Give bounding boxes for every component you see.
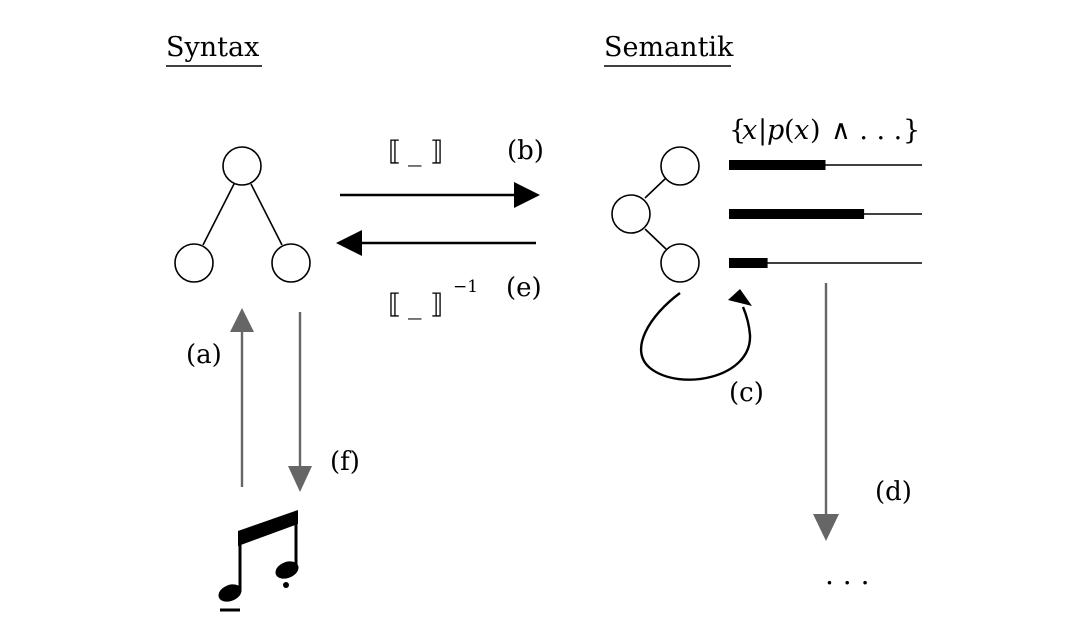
inverse-blank: _	[408, 289, 422, 320]
semantic-tree-edge-top	[644, 177, 667, 199]
set-bar: |	[758, 115, 767, 146]
arrow-a-up	[230, 308, 254, 487]
label-b: (b)	[507, 136, 544, 166]
inverse-open-bracket: ⟦	[388, 289, 401, 320]
label-d: (d)	[875, 477, 912, 507]
semantic-tree-top-node	[660, 146, 700, 186]
inverse-exponent: −1	[453, 277, 478, 297]
arrow-e-inverse	[336, 230, 536, 256]
label-f: (f)	[330, 447, 360, 477]
set-open-brace: {	[729, 115, 746, 146]
syntax-heading-text: Syntax	[166, 32, 259, 63]
set-paren-close: )	[810, 115, 821, 146]
music-beam	[238, 510, 298, 546]
semantics-heading: Semantik	[604, 32, 734, 67]
arrow-e-head	[336, 230, 362, 256]
label-c: (c)	[729, 378, 764, 408]
arrow-b-head	[514, 182, 540, 208]
arrow-d-head	[813, 514, 839, 541]
semantic-bar-fill-2	[729, 209, 865, 219]
label-e: (e)	[506, 273, 542, 303]
beamed-eighth-notes-icon	[218, 510, 299, 612]
set-and-ellipsis: ∧ . . .	[831, 115, 902, 146]
music-dot	[283, 582, 289, 588]
arrow-f-head	[288, 466, 312, 492]
syntax-tree	[174, 146, 311, 283]
set-expression: { x | p ( x ) ∧ . . . }	[729, 115, 920, 146]
set-close-brace: }	[903, 115, 920, 146]
arrow-d-down	[813, 283, 839, 541]
set-predicate: p	[767, 115, 784, 146]
syntax-tree-right-node	[271, 243, 311, 283]
music-notehead-left	[218, 584, 242, 602]
semantic-tree-bottom-node	[660, 243, 700, 283]
inverse-close-bracket: ⟧	[430, 289, 443, 320]
ellipsis: . . .	[825, 558, 870, 591]
arrow-a-head	[230, 308, 254, 332]
syntax-heading: Syntax	[166, 32, 262, 67]
set-paren-variable: x	[794, 115, 809, 146]
denotation-close-bracket: ⟧	[430, 136, 443, 167]
arrow-f-down	[288, 312, 312, 492]
semantics-heading-text: Semantik	[604, 32, 734, 63]
denotation-label: ⟦ _ ⟧	[388, 136, 443, 167]
syntax-tree-root-node	[222, 146, 262, 186]
music-notehead-right	[275, 561, 299, 579]
set-variable: x	[742, 115, 757, 146]
semantic-tree-edge-bottom	[644, 228, 667, 250]
loop-arrow-c-head	[728, 289, 752, 306]
set-paren-open: (	[784, 115, 795, 146]
denotation-open-bracket: ⟦	[388, 136, 401, 167]
loop-arrow-c	[639, 289, 752, 381]
semantic-tree	[611, 146, 700, 283]
loop-arrow-c-curve	[639, 292, 752, 381]
semantic-bars	[729, 160, 922, 268]
semantic-tree-root-node	[611, 194, 651, 234]
inverse-denotation-label: ⟦ _ ⟧ −1	[388, 277, 478, 320]
semantic-bar-fill-1	[729, 160, 826, 170]
label-a: (a)	[186, 340, 222, 370]
syntax-tree-edge-left	[202, 183, 235, 246]
semantic-bar-fill-3	[729, 258, 768, 268]
syntax-tree-left-node	[174, 243, 214, 283]
syntax-tree-edge-right	[250, 183, 283, 246]
arrow-b-denotation	[340, 182, 540, 208]
denotation-blank: _	[408, 136, 422, 167]
